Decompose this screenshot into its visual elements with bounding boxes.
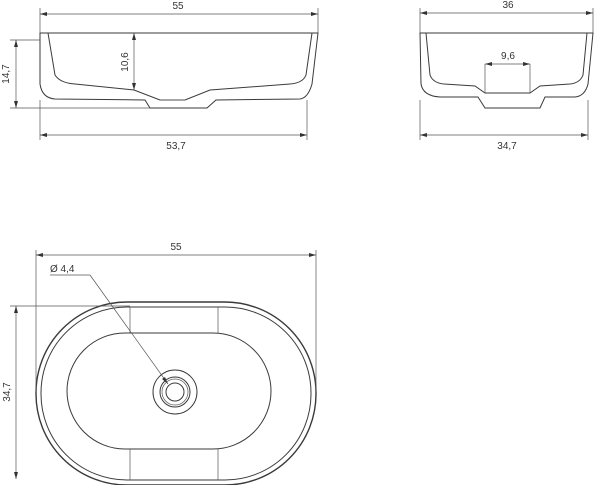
- dimension-base-width-label: 53,7: [166, 141, 186, 152]
- dimension-side-base-depth: 34,7: [419, 100, 589, 152]
- dimension-top-width-label: 55: [170, 242, 182, 253]
- dimension-top-depth-label: 34,7: [2, 382, 13, 402]
- dimension-drain-width: 9,6: [484, 51, 531, 93]
- basin-bowl-floor: [66, 332, 272, 450]
- dimension-drain-diameter-label: Ø 4,4: [50, 264, 75, 275]
- dimension-inner-depth-label: 10,6: [120, 52, 131, 72]
- dimension-front-width: 55: [39, 1, 319, 33]
- dimension-top-depth: 34,7: [2, 305, 130, 479]
- dimension-top-width: 55: [35, 242, 317, 392]
- dimension-side-base-depth-label: 34,7: [497, 141, 517, 152]
- dimension-drain-diameter: Ø 4,4: [50, 264, 169, 385]
- basin-rim-inner-edge: [40, 306, 312, 481]
- dimension-side-depth: 36: [419, 0, 594, 33]
- dimension-front-width-label: 55: [172, 1, 184, 12]
- dimension-inner-depth: 10,6: [120, 33, 136, 90]
- front-section-body: [39, 32, 319, 109]
- dimension-drain-width-label: 9,6: [501, 51, 515, 62]
- dimension-total-height-label: 14,7: [1, 64, 12, 84]
- side-section-body: [419, 32, 594, 109]
- drain-hole: [152, 369, 198, 415]
- side-section-view: 36 9,6 34,7: [419, 0, 594, 152]
- top-plan-view: 55 Ø 4,4 34,7: [2, 242, 317, 485]
- basin-outer-rim: [35, 301, 317, 485]
- front-section-view: 55 10,6 14,7 53,7: [1, 1, 319, 152]
- dimension-base-width: 53,7: [39, 100, 308, 152]
- dimension-side-depth-label: 36: [502, 0, 514, 11]
- dimension-total-height: 14,7: [1, 39, 150, 109]
